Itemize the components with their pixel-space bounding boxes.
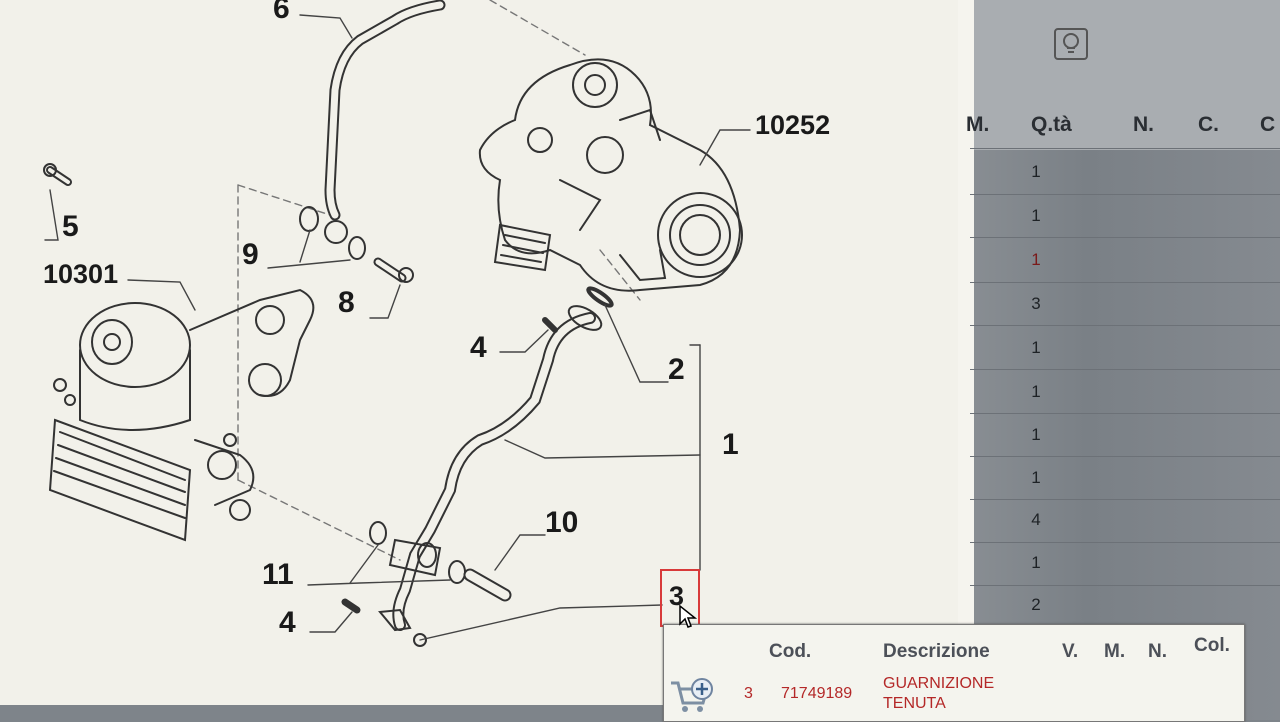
table-divider <box>970 413 1280 414</box>
table-divider <box>970 325 1280 326</box>
mouse-pointer-icon <box>679 604 698 628</box>
table-row-qty[interactable]: 1 <box>1031 162 1041 181</box>
popup-header-cod: Cod. <box>769 641 812 662</box>
diagram-drawing <box>43 0 751 647</box>
table-row-qty[interactable]: 3 <box>1031 294 1041 313</box>
table-row-qty[interactable]: 1 <box>1031 338 1041 357</box>
parts-list-toolbar <box>958 0 1280 150</box>
callout-1[interactable]: 1 <box>722 428 739 461</box>
popup-row-description-line2: TENUTA <box>883 695 946 712</box>
callout-9[interactable]: 9 <box>242 238 259 271</box>
callout-10252[interactable]: 10252 <box>755 110 831 140</box>
table-row-qty[interactable]: 1 <box>1031 425 1041 444</box>
callout-2[interactable]: 2 <box>668 353 685 386</box>
popup-row-description-line1: GUARNIZIONE <box>883 675 995 692</box>
popup-header-v: V. <box>1062 641 1079 662</box>
table-row-qty[interactable]: 2 <box>1031 595 1041 614</box>
callout-11[interactable]: 11 <box>262 558 294 591</box>
table-divider <box>970 282 1280 283</box>
callout-10301[interactable]: 10301 <box>43 259 119 289</box>
table-row-qty[interactable]: 4 <box>1031 510 1041 529</box>
parts-list-panel <box>958 0 1280 720</box>
popup-header-m: M. <box>1104 641 1126 662</box>
table-row-qty[interactable]: 1 <box>1031 206 1041 225</box>
table-divider <box>970 499 1280 500</box>
callout-6[interactable]: 6 <box>273 0 290 25</box>
table-row-qty[interactable]: 1 <box>1031 553 1041 572</box>
column-header-m[interactable]: M. <box>966 113 990 136</box>
table-row-qty-selected[interactable]: 1 <box>1031 250 1041 269</box>
callout-5[interactable]: 5 <box>62 210 79 243</box>
table-row-qty[interactable]: 1 <box>1031 382 1041 401</box>
column-header-n[interactable]: N. <box>1133 113 1154 136</box>
table-divider <box>970 585 1280 586</box>
lightbulb-icon[interactable] <box>1053 27 1089 61</box>
table-divider <box>970 542 1280 543</box>
table-divider <box>970 194 1280 195</box>
column-header-c-extra[interactable]: C <box>1260 113 1276 136</box>
popup-header-col: Col. <box>1194 635 1230 656</box>
callout-4-upper[interactable]: 4 <box>470 331 487 364</box>
popup-row-ref: 3 <box>744 685 753 702</box>
popup-header-descrizione: Descrizione <box>883 641 990 662</box>
callout-4-lower[interactable]: 4 <box>279 606 296 639</box>
table-divider <box>970 369 1280 370</box>
column-header-c[interactable]: C. <box>1198 113 1219 136</box>
exploded-parts-diagram[interactable]: 6 5 10301 9 8 10252 4 2 1 10 11 4 3 <box>0 0 968 705</box>
table-divider <box>970 237 1280 238</box>
callout-8[interactable]: 8 <box>338 286 355 319</box>
add-to-cart-icon[interactable] <box>669 677 715 715</box>
part-detail-popup: Cod. Descrizione V. M. N. Col. 3 7174918… <box>663 624 1245 722</box>
callout-10[interactable]: 10 <box>545 506 579 539</box>
table-row-qty[interactable]: 1 <box>1031 468 1041 487</box>
popup-header-n: N. <box>1148 641 1167 662</box>
popup-row-code[interactable]: 71749189 <box>781 685 853 702</box>
column-header-qty[interactable]: Q.tà <box>1031 113 1072 136</box>
table-divider <box>970 148 1280 149</box>
callout-3[interactable]: 3 <box>669 581 685 611</box>
panel-divider <box>958 0 974 720</box>
table-divider <box>970 456 1280 457</box>
